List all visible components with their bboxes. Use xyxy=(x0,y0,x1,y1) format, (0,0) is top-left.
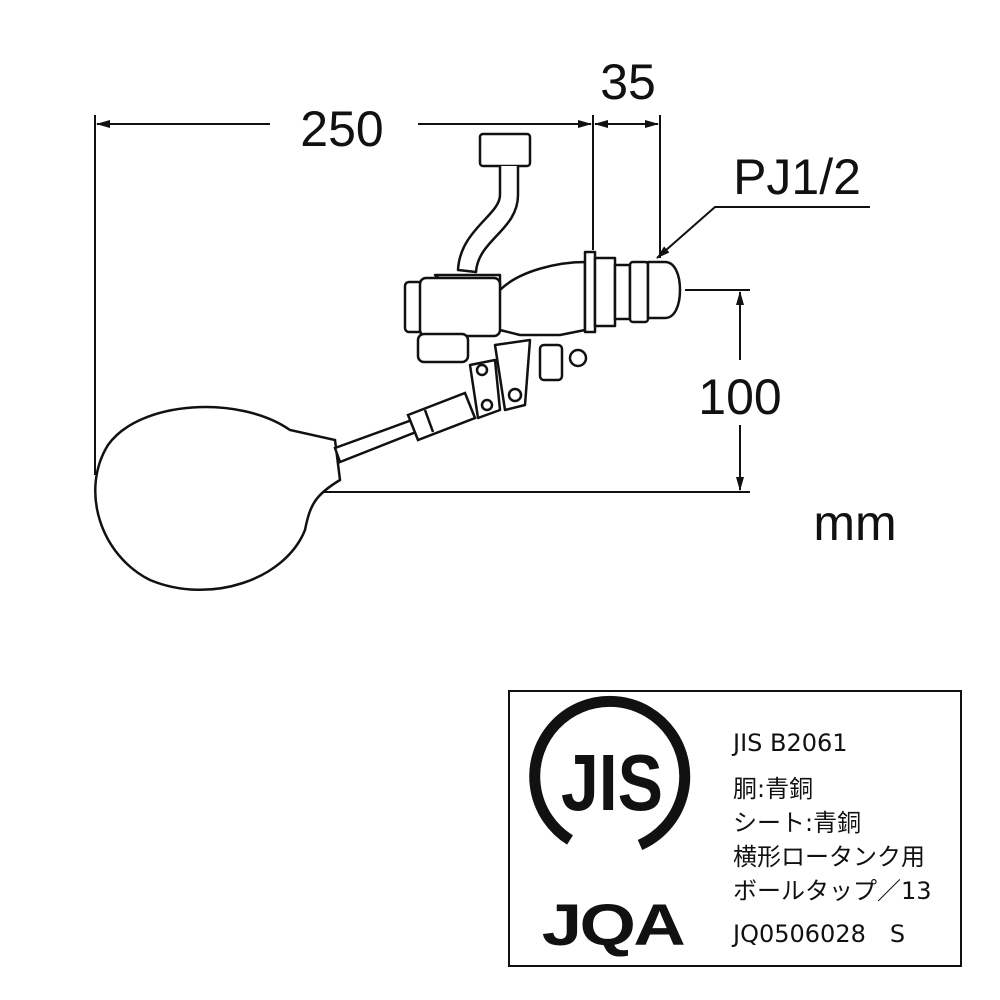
valve-body xyxy=(403,132,682,420)
thread-callout: PJ1/2 xyxy=(656,149,870,259)
usage-line-2: ボールタップ／13 xyxy=(733,877,932,905)
certificate-number: JQ0506028 S xyxy=(731,920,905,948)
spec-text: JIS B2061 胴:青銅 シート:青銅 横形ロータンク用 ボールタップ／13… xyxy=(731,729,932,948)
body-material: 胴:青銅 xyxy=(733,775,813,803)
unit-label: mm xyxy=(813,495,896,551)
float-ball xyxy=(94,405,342,592)
float-rod xyxy=(333,391,477,464)
svg-text:JIS: JIS xyxy=(561,738,663,827)
thread-label: PJ1/2 xyxy=(733,149,861,205)
dimension-250: 250 xyxy=(96,101,592,157)
standard-number: JIS B2061 xyxy=(731,729,848,757)
svg-text:JQA: JQA xyxy=(542,893,684,957)
dimension-250-label: 250 xyxy=(300,101,383,157)
extension-lines xyxy=(94,115,750,493)
jqa-logo: JQA xyxy=(542,893,687,957)
usage-line-1: 横形ロータンク用 xyxy=(733,843,925,871)
dimension-35-label: 35 xyxy=(600,54,656,110)
jis-logo: JIS xyxy=(529,695,691,851)
dimension-35: 35 xyxy=(594,54,659,128)
dimension-100-label: 100 xyxy=(698,369,781,425)
spec-label-box xyxy=(508,690,962,967)
dimension-100: 100 xyxy=(698,291,782,491)
seat-material: シート:青銅 xyxy=(733,809,861,837)
